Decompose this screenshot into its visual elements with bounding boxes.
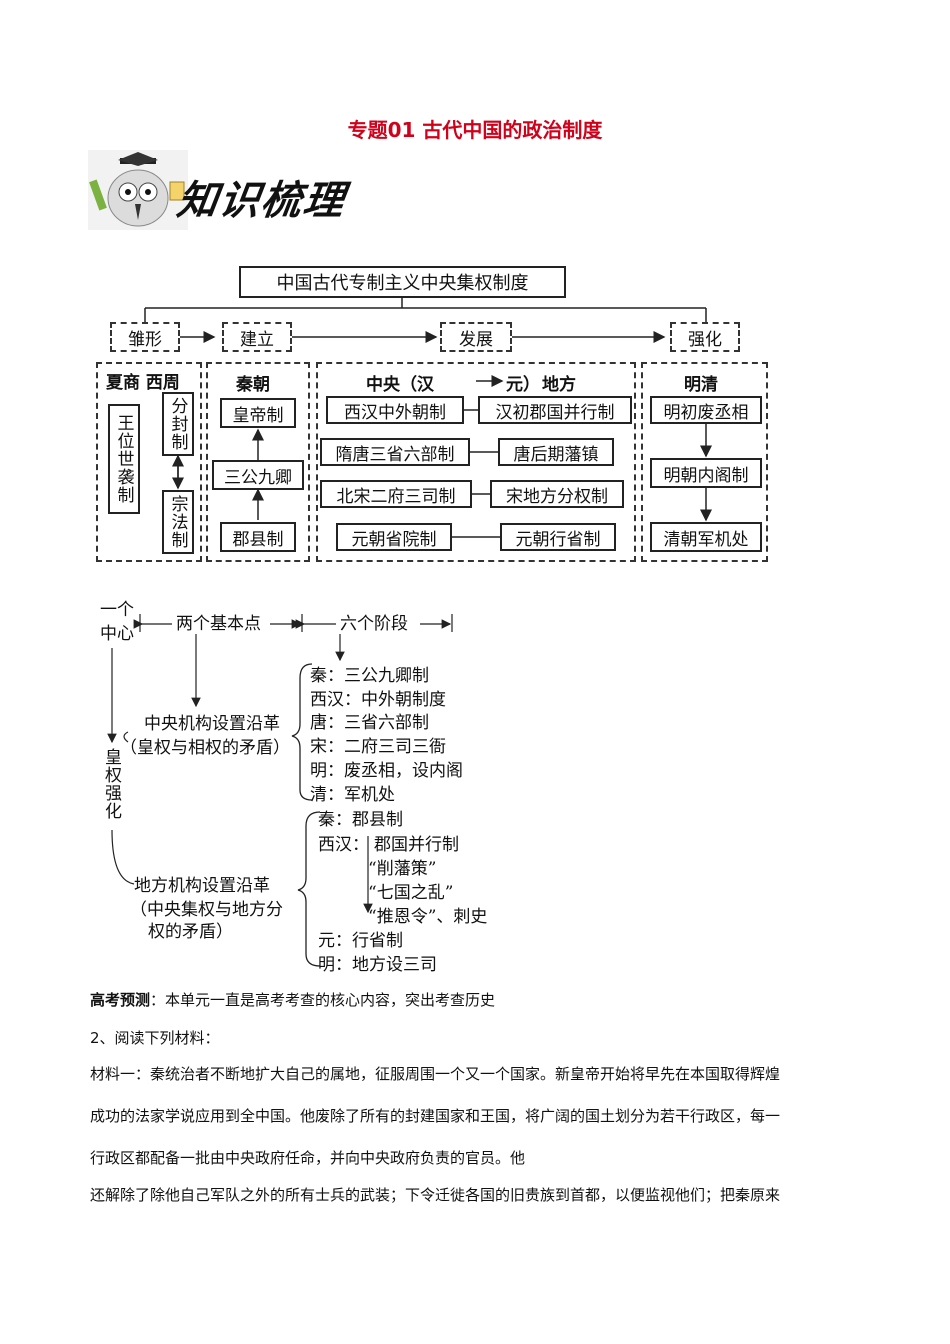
- central-title: 中央机构设置沿革: [144, 714, 280, 734]
- local-title: 地方机构设置沿革: [134, 876, 270, 896]
- col2-header: 秦朝: [236, 375, 270, 395]
- col3-row4-central: 元朝省院制: [336, 523, 452, 551]
- col3-header-mid: 元）: [506, 375, 540, 395]
- forecast-line: 高考预测：本单元一直是高考考查的核心内容，突出考查历史: [90, 989, 495, 1011]
- col2-junxian: 郡县制: [220, 522, 296, 552]
- col3-row3-central: 北宋二府三司制: [320, 480, 472, 508]
- col4-panel: [641, 362, 768, 562]
- col4-ming-early: 明初废丞相: [650, 396, 762, 424]
- center-top: 一个: [100, 600, 134, 620]
- col3-row4-local: 元朝行省制: [500, 523, 616, 551]
- stage-strengthen: 强化: [670, 322, 740, 352]
- col4-ming-cabinet: 明朝内阁制: [650, 458, 762, 488]
- material-line-1: 材料一：秦统治者不断地扩大自己的属地，征服周围一个又一个国家。新皇帝开始将早先在…: [90, 1065, 781, 1083]
- vertical-label: 皇权强化: [101, 748, 121, 820]
- material-line-2: 成功的法家学说应用到全中国。他废除了所有的封建国家和王国，将广阔的国土划分为若干…: [90, 1107, 781, 1125]
- col1-header: 夏商 西周: [106, 373, 180, 393]
- forecast-body: ：本单元一直是高考考查的核心内容，突出考查历史: [150, 991, 496, 1009]
- col2-panel: [206, 362, 310, 562]
- local-xihan-item4: “推恩令”、刺史: [368, 907, 488, 927]
- col3-row1-central: 西汉中外朝制: [326, 396, 464, 424]
- central-item-ming: 明：废丞相，设内阁: [310, 761, 463, 781]
- six-stages: 六个阶段: [340, 614, 408, 634]
- local-qin: 秦：郡县制: [318, 810, 403, 830]
- two-points: 两个基本点: [176, 614, 261, 634]
- col1-hereditary: 王位世袭制: [108, 404, 140, 514]
- col3-row1-local: 汉初郡国并行制: [478, 396, 632, 424]
- central-sub: （皇权与相权的矛盾）: [120, 738, 290, 758]
- central-item-tang: 唐：三省六部制: [310, 713, 429, 733]
- stage-embryo: 雏形: [110, 322, 180, 352]
- page-title: 专题01 古代中国的政治制度: [347, 118, 603, 142]
- local-yuan: 元：行省制: [318, 931, 403, 951]
- stage-establish: 建立: [222, 322, 292, 352]
- col3-header-central: 中央（汉: [366, 375, 434, 395]
- local-sub1: （中央集权与地方分: [130, 900, 283, 920]
- central-item-xihan: 西汉：中外朝制度: [310, 690, 446, 710]
- material-line-4: 还解除了除他自己军队之外的所有士兵的武装；下令迁徙各国的旧贵族到首都，以便监视他…: [90, 1186, 781, 1204]
- col4-header: 明清: [684, 375, 718, 395]
- central-item-song: 宋：二府三司三衙: [310, 737, 446, 757]
- local-xihan-item1: 郡国并行制: [374, 835, 459, 855]
- material-line-3: 行政区都配备一批由中央政府任命，并向中央政府负责的官员。他: [90, 1149, 526, 1167]
- stage-develop: 发展: [440, 322, 512, 352]
- central-item-qing: 清：军机处: [310, 785, 395, 805]
- local-xihan-item3: “七国之乱”: [368, 883, 454, 903]
- col3-row2-local: 唐后期藩镇: [498, 438, 614, 466]
- col1-panel: [96, 362, 202, 562]
- col1-zongfa: 宗法制: [162, 490, 194, 554]
- owl-scholar-icon: [88, 150, 188, 230]
- col3-header-local: 地方: [542, 375, 576, 395]
- col3-panel: [316, 362, 636, 562]
- col1-fengjian: 分封制: [162, 392, 194, 456]
- col2-emperor: 皇帝制: [220, 398, 296, 428]
- forecast-label: 高考预测: [90, 991, 151, 1009]
- local-ming: 明：地方设三司: [318, 955, 437, 975]
- center-bottom: 中心: [100, 624, 134, 644]
- col2-sangong: 三公九卿: [212, 460, 304, 490]
- central-item-qin: 秦：三公九卿制: [310, 666, 429, 686]
- local-sub2: 权的矛盾）: [148, 922, 233, 942]
- col4-qing-council: 清朝军机处: [650, 522, 762, 552]
- chart1-root: 中国古代专制主义中央集权制度: [239, 266, 566, 298]
- col3-row3-local: 宋地方分权制: [490, 480, 624, 508]
- local-xihan-item2: “削藩策”: [368, 859, 437, 879]
- local-xihan: 西汉：: [318, 835, 369, 855]
- question-2: 2、阅读下列材料：: [90, 1029, 220, 1047]
- col3-row2-central: 隋唐三省六部制: [320, 438, 470, 466]
